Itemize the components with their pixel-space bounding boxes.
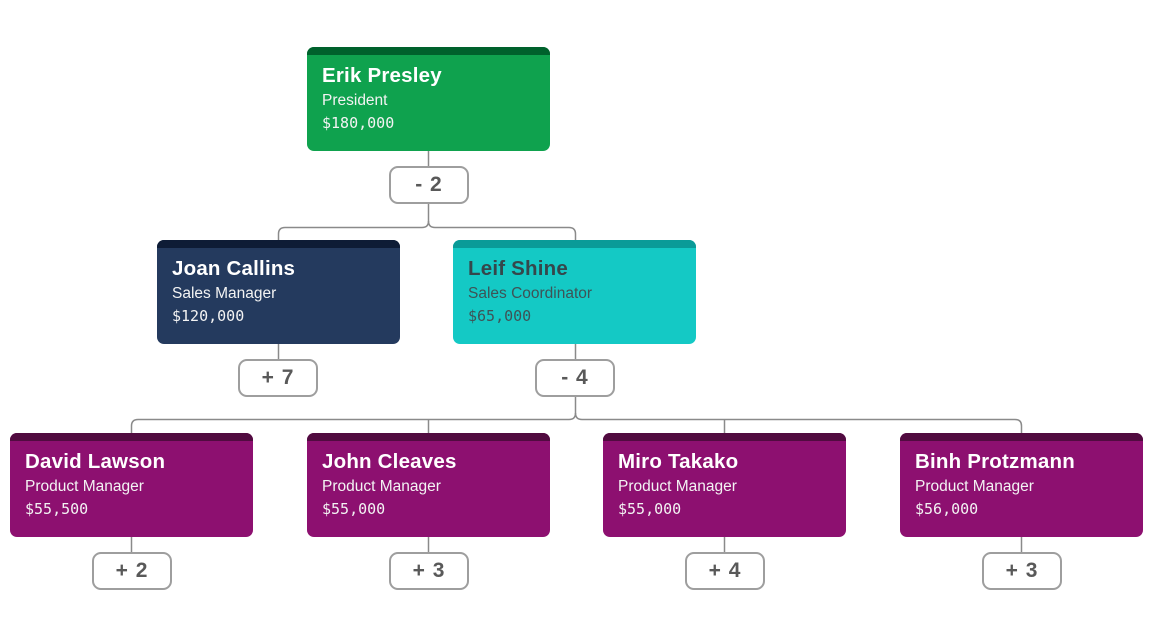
employee-title: Product Manager [618,478,737,495]
expand-button-john-cleaves[interactable]: + 3 [389,552,469,590]
node-color-bar [10,433,253,441]
employee-title: President [322,92,388,109]
employee-salary: $55,000 [618,500,682,518]
employee-name: Joan Callins [172,257,296,280]
employee-name: Binh Protzmann [915,450,1075,473]
employee-title: Sales Coordinator [468,285,593,302]
expand-button-binh-protzmann[interactable]: + 3 [982,552,1062,590]
org-node-erik-presley[interactable]: Erik Presley President $180,000 [307,47,550,151]
collapse-button-leif-shine[interactable]: - 4 [535,359,615,397]
org-node-miro-takako[interactable]: Miro Takako Product Manager $55,000 [603,433,846,537]
employee-salary: $55,500 [25,500,89,518]
node-color-bar [603,433,846,441]
org-node-david-lawson[interactable]: David Lawson Product Manager $55,500 [10,433,253,537]
node-color-bar [157,240,400,248]
employee-title: Sales Manager [172,285,277,302]
employee-salary: $180,000 [322,114,395,132]
employee-salary: $120,000 [172,307,245,325]
employee-title: Product Manager [25,478,144,495]
expand-button-joan-callins[interactable]: + 7 [238,359,318,397]
employee-salary: $56,000 [915,500,979,518]
node-color-bar [900,433,1143,441]
org-node-binh-protzmann[interactable]: Binh Protzmann Product Manager $56,000 [900,433,1143,537]
node-color-bar [307,433,550,441]
employee-salary: $55,000 [322,500,386,518]
employee-title: Product Manager [322,478,441,495]
employee-name: Miro Takako [618,450,739,473]
employee-name: David Lawson [25,450,166,473]
employee-title: Product Manager [915,478,1034,495]
node-color-bar [307,47,550,55]
node-color-bar [453,240,696,248]
employee-name: John Cleaves [322,450,457,473]
org-node-joan-callins[interactable]: Joan Callins Sales Manager $120,000 [157,240,400,344]
employee-name: Leif Shine [468,257,568,280]
employee-name: Erik Presley [322,64,442,87]
org-node-john-cleaves[interactable]: John Cleaves Product Manager $55,000 [307,433,550,537]
expand-button-david-lawson[interactable]: + 2 [92,552,172,590]
expand-button-miro-takako[interactable]: + 4 [685,552,765,590]
employee-salary: $65,000 [468,307,532,325]
org-node-leif-shine[interactable]: Leif Shine Sales Coordinator $65,000 [453,240,696,344]
collapse-button-erik-presley[interactable]: - 2 [389,166,469,204]
